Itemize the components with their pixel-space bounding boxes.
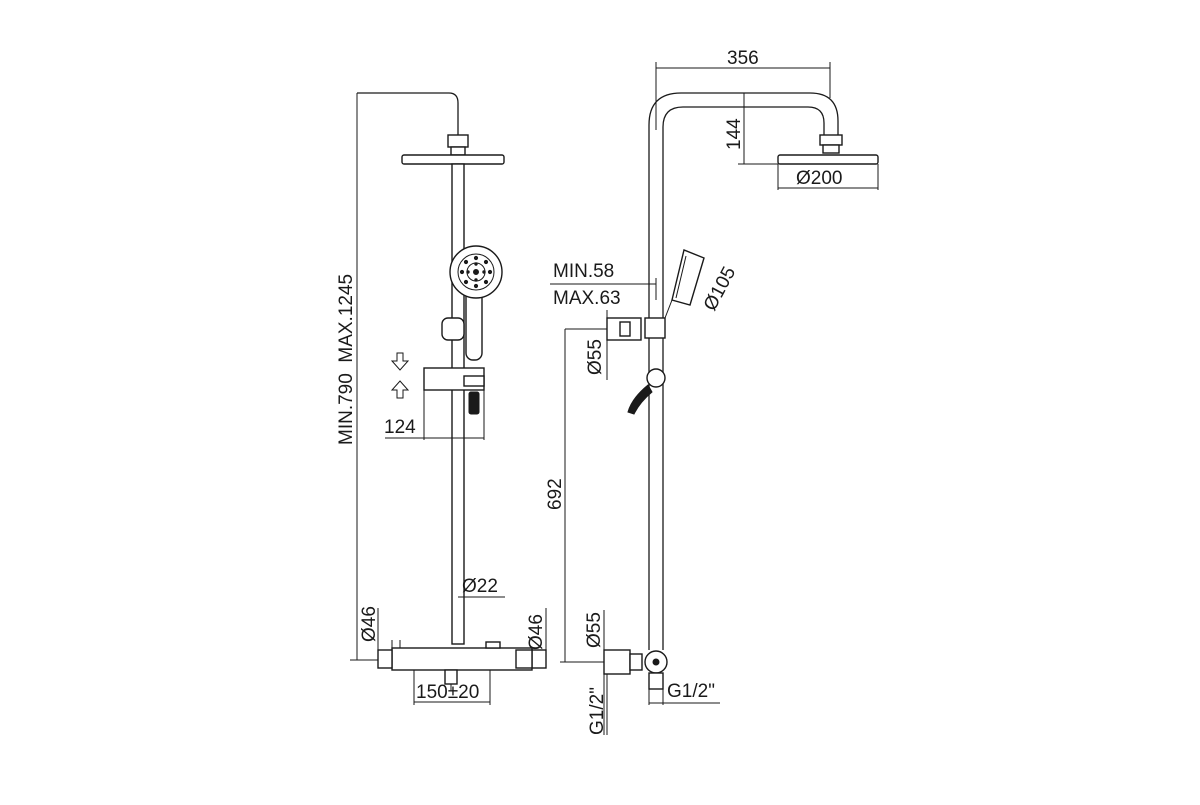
front-left-knob bbox=[377, 649, 393, 669]
front-hand-shower bbox=[449, 245, 503, 361]
front-hose-grip bbox=[468, 391, 480, 415]
side-head-connector bbox=[819, 134, 843, 146]
front-slider-holder bbox=[441, 317, 465, 341]
front-right-knob bbox=[531, 649, 547, 669]
front-overhead-arm bbox=[357, 92, 459, 135]
flow-arrows-icon bbox=[390, 352, 410, 399]
lower-bracket-label: Ø55 bbox=[584, 612, 605, 648]
arm-length-label: 356 bbox=[727, 48, 759, 69]
left-inlet-label: Ø46 bbox=[359, 606, 380, 642]
bracket-spacing-label: 692 bbox=[545, 478, 566, 510]
max-distance-label: MAX.63 bbox=[553, 288, 621, 309]
side-rain-shower-head bbox=[777, 154, 879, 165]
min-distance-label: MIN.58 bbox=[553, 261, 614, 282]
hand-shower-diameter-label: Ø105 bbox=[700, 263, 740, 314]
arm-height-label: 144 bbox=[724, 118, 745, 150]
front-head-connector bbox=[447, 134, 469, 148]
right-inlet-label: Ø46 bbox=[526, 614, 547, 650]
total-height-label: MIN.790 MAX.1245 bbox=[336, 274, 357, 445]
lower-wall-bracket bbox=[603, 649, 631, 675]
upper-clamp bbox=[644, 317, 666, 339]
front-head-swivel bbox=[450, 146, 466, 156]
front-rail-pipe bbox=[451, 163, 465, 645]
side-outer-pipe bbox=[648, 92, 839, 650]
right-thread-label: G1/2" bbox=[667, 681, 715, 702]
side-hose bbox=[627, 384, 653, 415]
front-right-knob-ring bbox=[515, 649, 533, 669]
rail-diameter-label: Ø22 bbox=[462, 576, 498, 597]
side-slider-knob bbox=[646, 368, 666, 388]
left-thread-label: G1/2" bbox=[587, 687, 608, 735]
side-hand-shower bbox=[664, 249, 705, 319]
front-view: 124 MIN.790 MAX.1245 Ø22 Ø46 Ø46 150±20 bbox=[336, 92, 547, 705]
upper-bracket-label: Ø55 bbox=[585, 339, 606, 375]
head-diameter-label: Ø200 bbox=[796, 168, 842, 189]
side-head-swivel bbox=[822, 144, 840, 154]
inlet-spacing-label: 150±20 bbox=[416, 682, 479, 703]
side-view: 356 144 Ø200 MIN.58 MAX.63 Ø105 bbox=[545, 48, 879, 735]
front-rain-shower-head bbox=[401, 154, 505, 165]
side-outlet bbox=[648, 672, 664, 690]
side-inner-pipe bbox=[662, 106, 825, 650]
front-mixer-body bbox=[391, 647, 533, 671]
holder-spacing-label: 124 bbox=[384, 417, 416, 438]
front-handle-mount bbox=[463, 375, 485, 387]
